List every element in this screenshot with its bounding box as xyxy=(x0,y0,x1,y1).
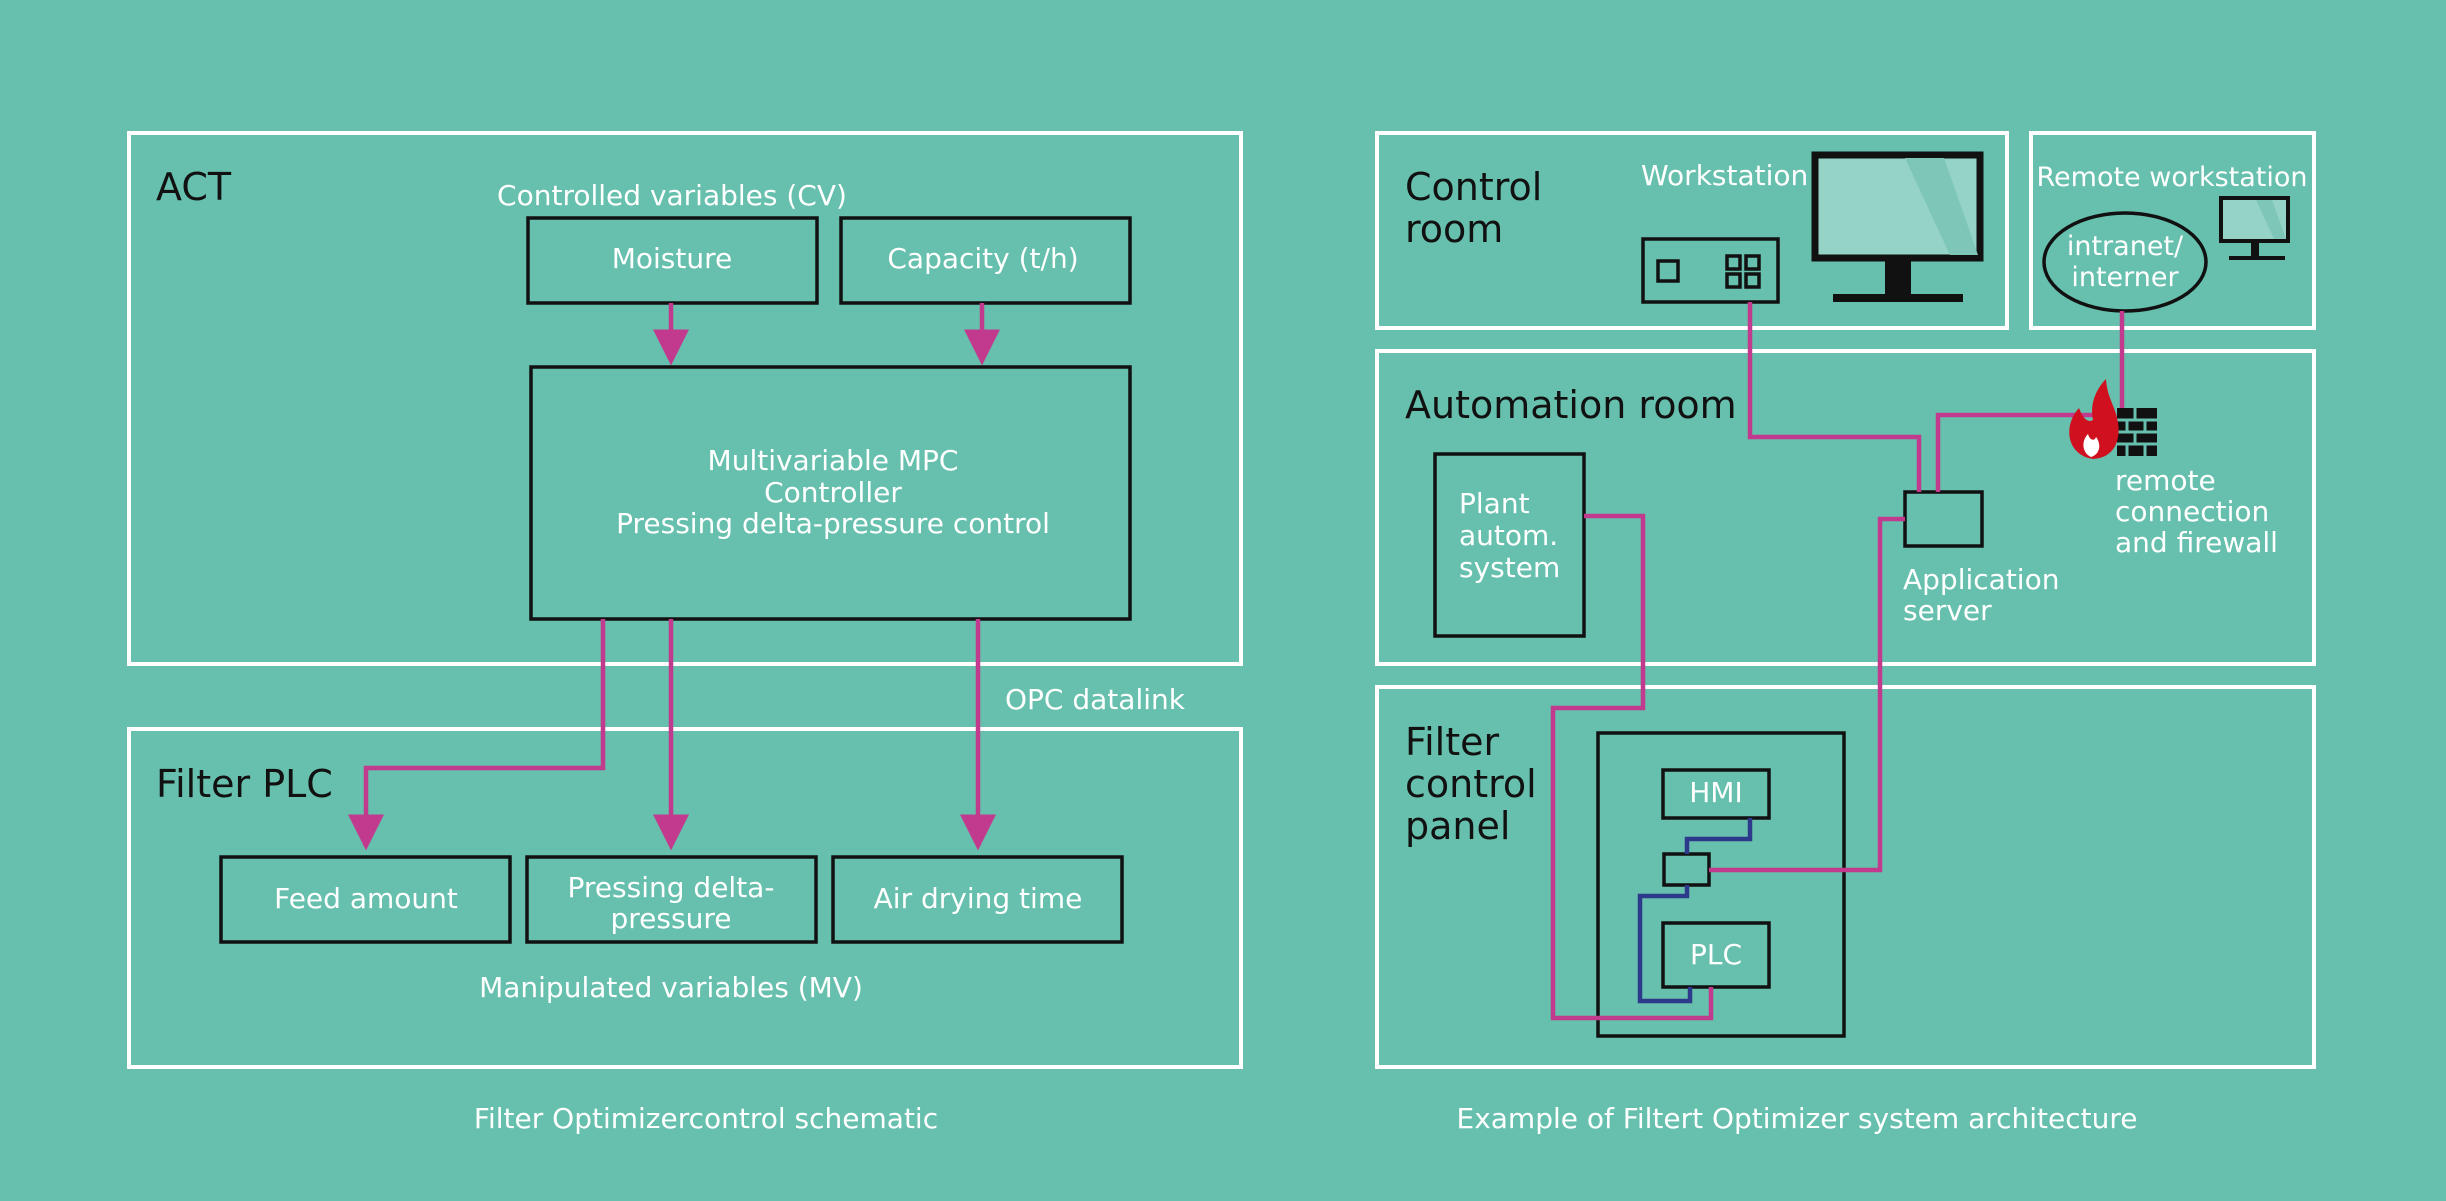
plant-line-1: Plant xyxy=(1459,487,1530,520)
remote-line-1: remote xyxy=(2115,464,2216,497)
monitor-icon xyxy=(1811,151,1984,302)
app-server-line-2: server xyxy=(1903,594,1992,627)
hmi-box xyxy=(1661,768,1771,820)
mv-label: Manipulated variables (MV) xyxy=(479,971,863,1004)
automation-room-frame xyxy=(1375,349,2316,666)
control-room-line-1: Control xyxy=(1405,165,1542,209)
mpc-line-1: Multivariable MPC xyxy=(708,444,959,477)
app-server-line-1: Application xyxy=(1903,563,2059,596)
firewall-icon xyxy=(2117,408,2157,456)
cv-capacity-box xyxy=(839,216,1132,305)
filter-panel-line-3: panel xyxy=(1405,804,1510,848)
network-switch-box xyxy=(1662,852,1711,887)
opc-datalink-label: OPC datalink xyxy=(1005,683,1186,716)
plant-line-3: system xyxy=(1459,551,1560,584)
mv-air-label: Air drying time xyxy=(874,882,1083,915)
arrow-mpc-to-feed xyxy=(348,619,606,851)
filter-plc-frame xyxy=(127,727,1243,1069)
mv-pressing-box xyxy=(525,855,818,944)
mpc-line-2: Controller xyxy=(764,476,902,509)
filter-control-panel-frame xyxy=(1375,685,2316,1069)
plant-automation-box xyxy=(1433,452,1586,638)
link-plant-to-plc xyxy=(1550,513,1714,1021)
act-frame xyxy=(127,131,1243,666)
intranet-line-2: interner xyxy=(2071,262,2179,293)
application-server-box xyxy=(1903,490,1984,548)
right-caption: Example of Filtert Optimizer system arch… xyxy=(1457,1102,2138,1135)
remote-workstation-frame xyxy=(2029,131,2316,330)
left-schematic: ACT Controlled variables (CV) Moisture C… xyxy=(127,131,1243,1135)
filter-panel-line-1: Filter xyxy=(1405,720,1499,764)
plc-box xyxy=(1661,921,1771,989)
remote-monitor-icon xyxy=(2219,196,2290,260)
mpc-controller-box xyxy=(529,365,1132,621)
control-room-frame xyxy=(1375,131,2009,330)
mv-feed-box xyxy=(219,855,512,944)
intranet-line-1: intranet/ xyxy=(2067,231,2184,262)
workstation-unit-icon xyxy=(1641,237,1780,304)
mpc-line-3: Pressing delta-pressure control xyxy=(616,507,1050,540)
filter-plc-title: Filter PLC xyxy=(156,762,333,806)
remote-line-3: and firewall xyxy=(2115,526,2278,559)
remote-line-2: connection xyxy=(2115,495,2269,528)
mv-feed-label: Feed amount xyxy=(274,882,458,915)
remote-workstation-label: Remote workstation xyxy=(2036,162,2307,193)
plant-line-2: autom. xyxy=(1459,519,1558,552)
mv-pressing-line-1: Pressing delta- xyxy=(568,871,775,904)
cv-moisture-label: Moisture xyxy=(612,242,733,275)
link-workstation-to-server xyxy=(1747,302,1922,492)
cv-label: Controlled variables (CV) xyxy=(497,179,847,212)
right-architecture: Control room Workstation Remote workstat… xyxy=(1375,131,2316,1135)
cv-capacity-label: Capacity (t/h) xyxy=(887,242,1078,275)
mv-pressing-line-2: pressure xyxy=(611,902,732,935)
mv-air-box xyxy=(831,855,1124,944)
control-cabinet-box xyxy=(1596,731,1846,1038)
plc-label: PLC xyxy=(1690,938,1742,971)
hmi-label: HMI xyxy=(1689,776,1742,809)
automation-room-title: Automation room xyxy=(1405,383,1737,427)
link-hmi-to-switch xyxy=(1684,818,1753,854)
filter-panel-line-2: control xyxy=(1405,762,1537,806)
link-server-to-firewall xyxy=(1935,412,2095,492)
intranet-cloud xyxy=(2042,211,2208,313)
link-switch-to-plc xyxy=(1637,885,1693,1004)
link-switch-to-server xyxy=(1709,516,1905,873)
left-caption: Filter Optimizercontrol schematic xyxy=(474,1102,938,1135)
flame-icon xyxy=(2069,379,2119,459)
act-title: ACT xyxy=(156,165,232,209)
workstation-label: Workstation xyxy=(1641,159,1808,192)
control-room-line-2: room xyxy=(1405,207,1503,251)
